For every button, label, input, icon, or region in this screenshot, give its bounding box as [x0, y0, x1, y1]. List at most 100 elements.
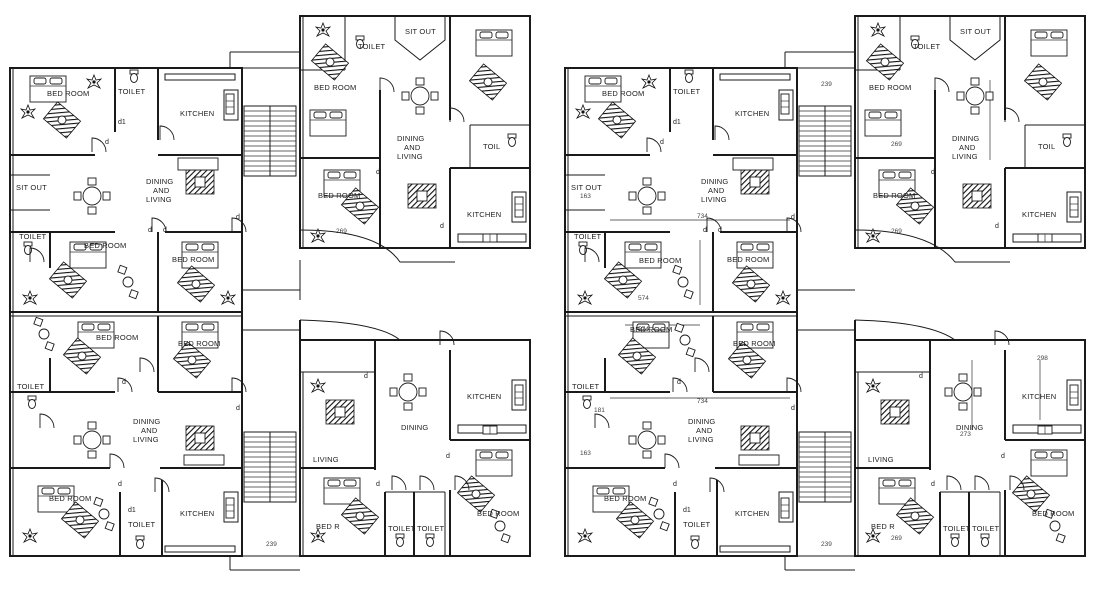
- dimension-label: 574: [638, 326, 649, 333]
- door-mark: d: [364, 373, 368, 380]
- left-floor-plan: BED ROOM TOILET KITCHEN SIT OUT DINING A…: [9, 15, 531, 571]
- dimension-label: 239: [821, 81, 832, 88]
- door-mark: d: [376, 481, 380, 488]
- door-mark: d: [376, 169, 380, 176]
- dimension-label: 273: [960, 431, 971, 438]
- room-label-toilet: TOILET: [943, 524, 971, 533]
- dimension-label: 734: [697, 213, 708, 220]
- room-label-dining: DINING: [952, 134, 979, 143]
- door-mark: d: [791, 405, 795, 412]
- door-mark: d: [931, 169, 935, 176]
- right-room-labels: BED ROOM TOILET KITCHEN SIT OUT DINING A…: [571, 27, 1074, 548]
- room-label-bedroom: BED ROOM: [314, 83, 356, 92]
- room-label-kitchen: KITCHEN: [735, 109, 769, 118]
- room-label-bedroom: BED ROOM: [604, 494, 646, 503]
- room-label-bedroom: BED ROOM: [178, 339, 220, 348]
- room-label-toilet: TOILET: [572, 382, 600, 391]
- door-mark: d: [660, 139, 664, 146]
- room-label-and: AND: [696, 426, 713, 435]
- dimension-label: 269: [336, 228, 347, 235]
- room-label-bedroom: BED ROOM: [1032, 509, 1074, 518]
- room-label-toilet-split: TOIL: [483, 142, 500, 151]
- door-mark: d: [105, 139, 109, 146]
- door-mark: d: [446, 453, 450, 460]
- room-label-bedroom-split: BED R: [316, 522, 340, 531]
- dimension-label: 574: [638, 295, 649, 302]
- door-mark: d: [440, 223, 444, 230]
- room-label-kitchen: KITCHEN: [1022, 210, 1056, 219]
- room-label-toilet: TOILET: [913, 42, 941, 51]
- room-label-toilet: TOILET: [19, 232, 47, 241]
- left-block-walls: [9, 67, 243, 557]
- room-label-living: LIVING: [952, 152, 978, 161]
- right-furniture: [575, 22, 1079, 549]
- door-mark: d1: [118, 119, 126, 126]
- room-label-bedroom: BED ROOM: [630, 325, 672, 334]
- room-label-toilet: TOILET: [17, 382, 45, 391]
- room-label-living: LIVING: [146, 195, 172, 204]
- room-label-kitchen: KITCHEN: [1022, 392, 1056, 401]
- room-label-bedroom: BED ROOM: [639, 256, 681, 265]
- room-label-dining: DINING: [133, 417, 160, 426]
- room-label-kitchen: KITCHEN: [467, 392, 501, 401]
- room-label-bedroom: BED ROOM: [727, 255, 769, 264]
- right-upper-right-block: [854, 15, 1086, 249]
- room-label-bedroom: BED ROOM: [96, 333, 138, 342]
- door-mark: d: [148, 227, 152, 234]
- room-label-living: LIVING: [133, 435, 159, 444]
- room-label-bedroom-split: BED R: [871, 522, 895, 531]
- right-lower-right-block: [854, 339, 1086, 557]
- dimension-label: 239: [821, 541, 832, 548]
- room-label-and: AND: [708, 186, 725, 195]
- room-label-toilet: TOILET: [388, 524, 416, 533]
- dimension-label: 163: [580, 193, 591, 200]
- door-mark: d: [122, 379, 126, 386]
- door-mark: d: [931, 481, 935, 488]
- room-label-toilet: TOILET: [128, 520, 156, 529]
- right-block-walls: [564, 67, 798, 557]
- room-label-dining: DINING: [401, 423, 428, 432]
- dimension-label: 269: [891, 141, 902, 148]
- left-room-labels: BED ROOM TOILET KITCHEN SIT OUT DINING A…: [16, 27, 519, 548]
- room-label-dining: DINING: [956, 423, 983, 432]
- dimension-label: 269: [891, 535, 902, 542]
- right-floor-plan: BED ROOM TOILET KITCHEN SIT OUT DINING A…: [564, 15, 1086, 571]
- room-label-sitout: SIT OUT: [405, 27, 436, 36]
- room-label-sitout: SIT OUT: [960, 27, 991, 36]
- room-label-dining: DINING: [701, 177, 728, 186]
- room-label-and: AND: [404, 143, 421, 152]
- door-mark: d: [995, 223, 999, 230]
- room-label-living: LIVING: [313, 455, 339, 464]
- room-label-bedroom: BED ROOM: [733, 339, 775, 348]
- room-label-and: AND: [959, 143, 976, 152]
- room-label-and: AND: [153, 186, 170, 195]
- room-label-kitchen: KITCHEN: [467, 210, 501, 219]
- room-label-living: LIVING: [688, 435, 714, 444]
- dimension-label: 181: [594, 407, 605, 414]
- door-mark: d: [718, 227, 722, 234]
- door-mark: d: [919, 373, 923, 380]
- room-label-kitchen: KITCHEN: [180, 109, 214, 118]
- door-mark: d: [118, 481, 122, 488]
- room-label-dining: DINING: [146, 177, 173, 186]
- room-label-toilet: TOILET: [118, 87, 146, 96]
- room-label-dining: DINING: [688, 417, 715, 426]
- door-mark: d1: [673, 119, 681, 126]
- room-label-toilet: TOILET: [574, 232, 602, 241]
- dimension-label: 298: [1037, 355, 1048, 362]
- room-label-toilet: TOILET: [683, 520, 711, 529]
- left-furniture: [20, 22, 524, 549]
- room-label-bedroom: BED ROOM: [477, 509, 519, 518]
- door-mark: d: [703, 227, 707, 234]
- room-label-dining: DINING: [397, 134, 424, 143]
- room-label-bedroom: BED ROOM: [602, 89, 644, 98]
- door-mark: d: [1001, 453, 1005, 460]
- room-label-bedroom: BED ROOM: [172, 255, 214, 264]
- dimension-label: 269: [891, 228, 902, 235]
- room-label-bedroom: BED ROOM: [318, 191, 360, 200]
- room-label-sitout: SIT OUT: [16, 183, 47, 192]
- door-mark: d1: [683, 507, 691, 514]
- door-mark: d: [673, 481, 677, 488]
- room-label-toilet-split: TOIL: [1038, 142, 1055, 151]
